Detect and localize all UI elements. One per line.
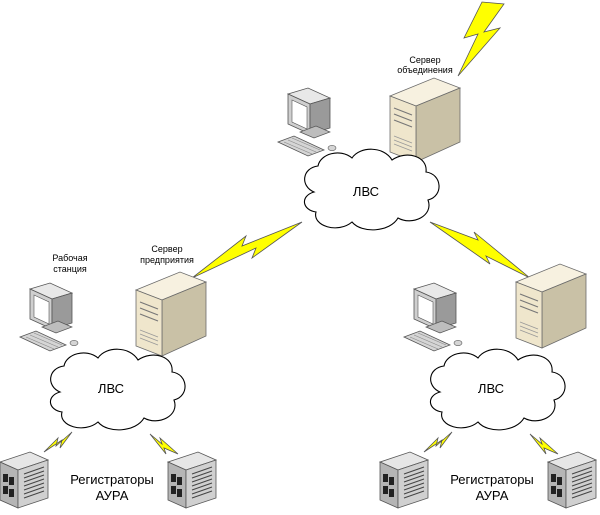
left-server-icon xyxy=(135,271,207,357)
left-workstation-label-line2: станция xyxy=(53,264,87,274)
lightning-link-icon xyxy=(43,431,73,453)
right-workstation-icon xyxy=(403,282,463,352)
left-lan-label: ЛВС xyxy=(98,381,124,396)
lightning-link-icon xyxy=(191,221,303,279)
top-lan-label: ЛВС xyxy=(353,184,379,199)
left-registrar-2-icon xyxy=(167,451,217,509)
lightning-link-icon xyxy=(457,1,505,77)
lightning-link-icon xyxy=(429,221,531,279)
left-server-label-line1: Сервер xyxy=(151,244,182,254)
left-workstation-icon xyxy=(19,282,79,352)
left-server-label-line2: предприятия xyxy=(140,255,194,265)
left-workstation-label-line1: Рабочая xyxy=(52,253,87,263)
right-registrars-label-line1: Регистраторы xyxy=(450,472,534,487)
right-registrar-2-icon xyxy=(547,451,597,509)
lightning-link-icon xyxy=(423,431,453,453)
left-registrars-label-line2: АУРА xyxy=(96,488,129,503)
left-registrars-label-line1: Регистраторы xyxy=(70,472,154,487)
right-site: ЛВС Регистраторы АУРА xyxy=(379,263,597,509)
lightning-link-icon xyxy=(149,433,179,455)
top-server-label-line1: Сервер xyxy=(409,55,440,65)
top-server-icon xyxy=(389,77,461,163)
right-registrar-1-icon xyxy=(379,451,429,509)
right-registrars-label-line2: АУРА xyxy=(476,488,509,503)
right-lan-label: ЛВС xyxy=(478,381,504,396)
lightning-link-icon xyxy=(529,433,559,455)
top-workstation-icon xyxy=(277,87,337,157)
top-site: ЛВС Сервер объединения xyxy=(277,55,461,231)
left-registrar-1-icon xyxy=(0,451,49,509)
left-site: ЛВС Рабочая станция Сервер предприятия Р… xyxy=(0,244,217,509)
top-server-label-line2: объединения xyxy=(397,65,453,75)
